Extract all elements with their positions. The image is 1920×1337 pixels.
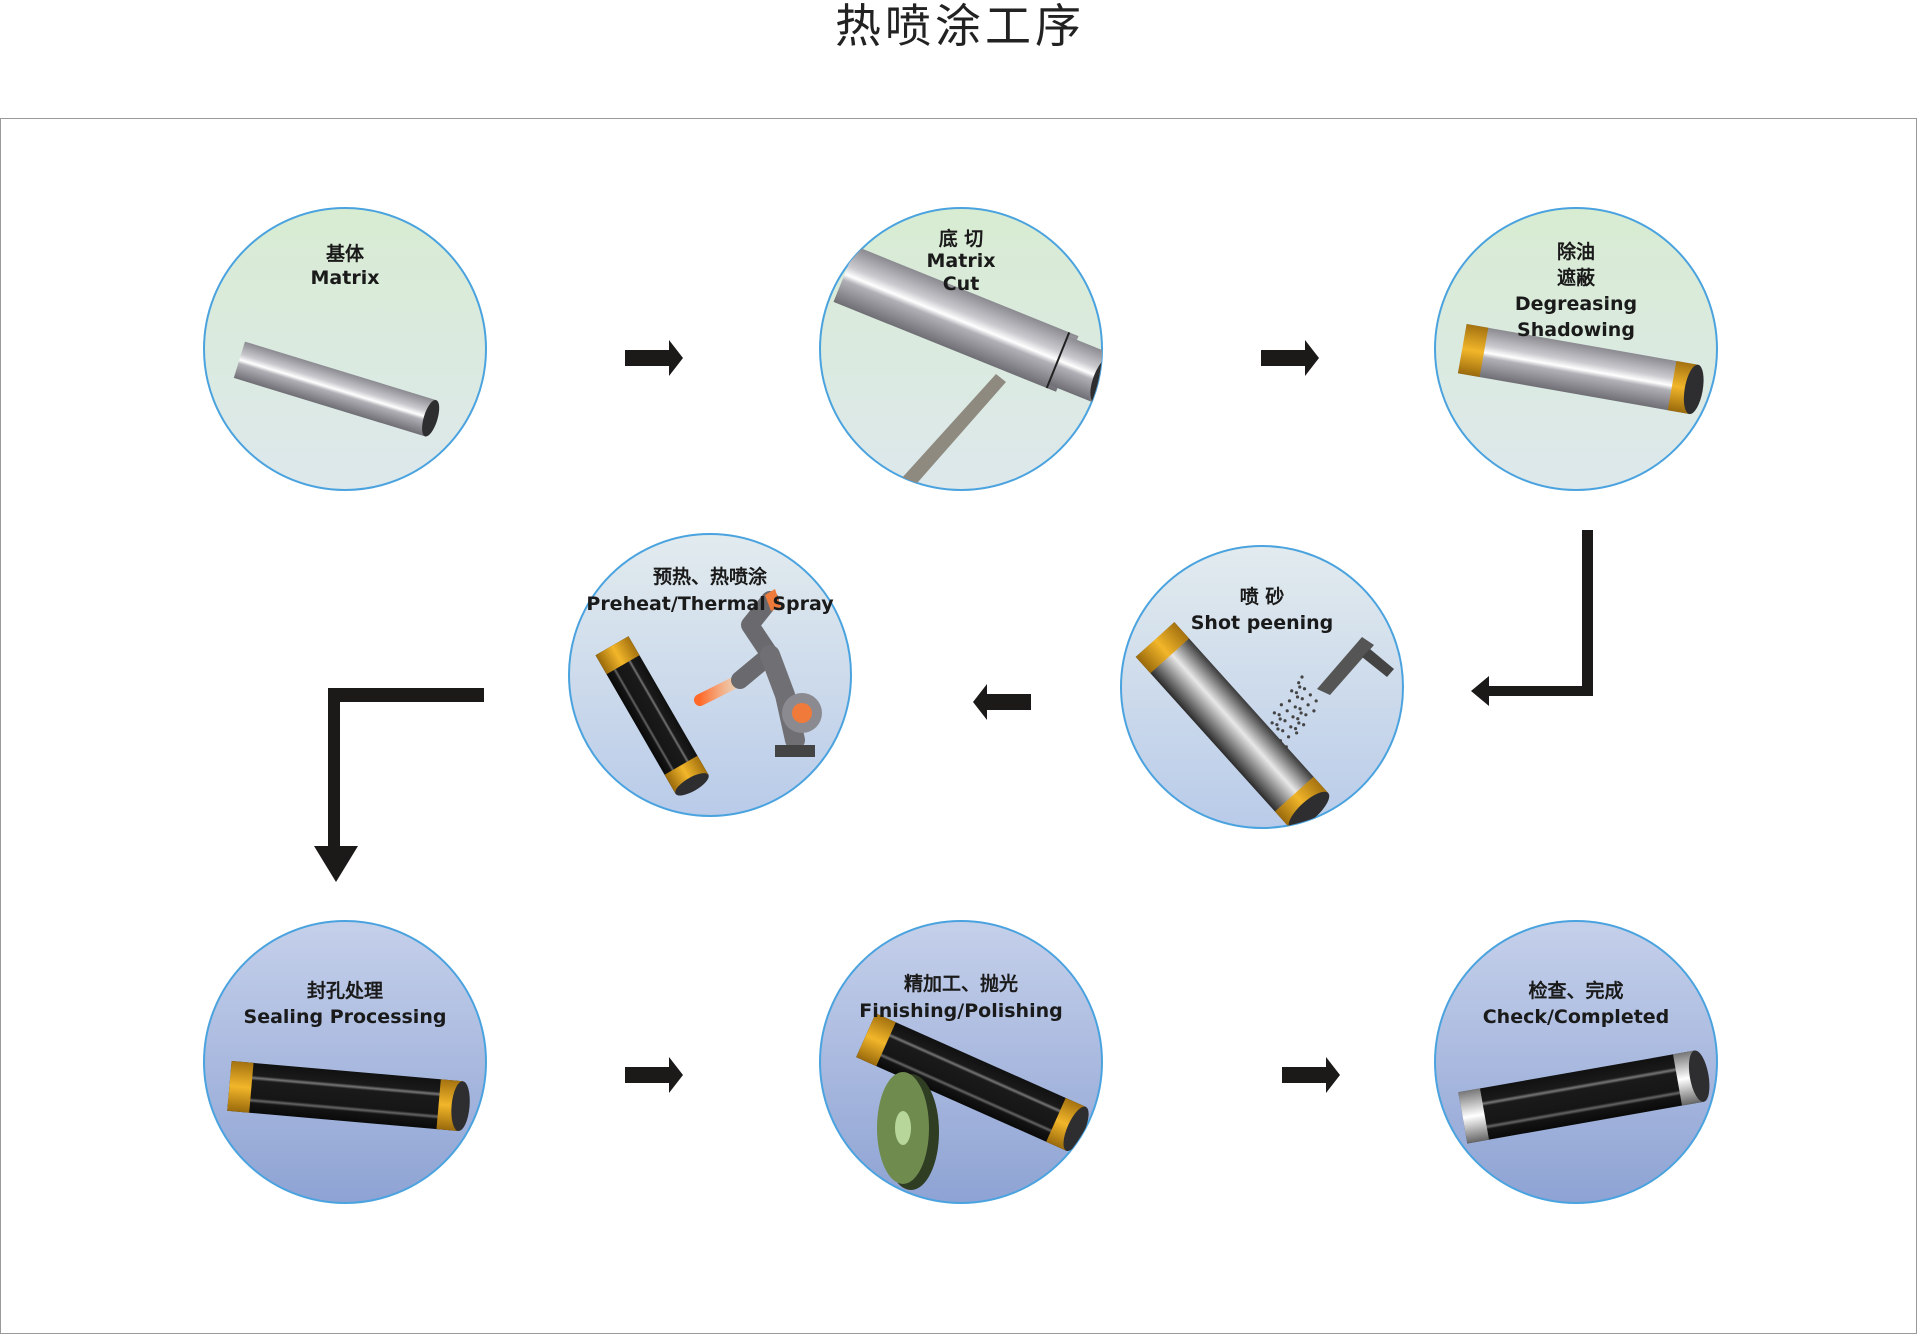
step-illustration	[227, 1060, 470, 1132]
step-circle	[1120, 545, 1404, 829]
arrow-elbow-left-down	[314, 688, 484, 882]
pipe-icon	[1457, 323, 1704, 415]
step-illustration	[1135, 622, 1394, 828]
step-illustration	[233, 341, 440, 437]
step-illustration	[1458, 1050, 1710, 1144]
polishing-wheel-icon	[877, 1072, 939, 1190]
diagram-frame	[0, 118, 1917, 1334]
step-label: Cut	[943, 273, 980, 295]
arrow-left	[973, 684, 1031, 720]
step-label: 封孔处理	[307, 979, 383, 1002]
step-label: 预热、热喷涂	[653, 565, 767, 588]
step-label: Sealing Processing	[244, 1006, 447, 1028]
pipe-icon	[595, 636, 709, 796]
step-label: 喷 砂	[1240, 586, 1285, 608]
step-label: 遮蔽	[1557, 266, 1596, 289]
step-illustration	[1457, 323, 1704, 415]
step-label: Matrix	[927, 250, 996, 272]
step-shot-peening: 喷 砂 Shot peening	[1120, 545, 1404, 829]
arrow-right	[1282, 1057, 1340, 1093]
step-label: Shadowing	[1517, 319, 1635, 341]
pipe-icon	[856, 1013, 1089, 1151]
step-illustration	[595, 589, 822, 796]
robot-arm-icon	[694, 589, 822, 757]
step-label: 除油	[1557, 240, 1595, 263]
pipe-icon	[233, 341, 440, 437]
step-check: 检查、完成 Check/Completed	[1434, 920, 1718, 1204]
step-circle	[203, 920, 487, 1204]
arrow-right	[625, 340, 683, 376]
step-thermal-spray: 预热、热喷涂 Preheat/Thermal Spray	[568, 533, 852, 817]
step-label: Degreasing	[1515, 293, 1637, 315]
pipe-icon	[227, 1060, 470, 1132]
pipe-icon	[1135, 622, 1330, 828]
step-label: Finishing/Polishing	[859, 1000, 1062, 1022]
step-label: 底 切	[939, 227, 984, 250]
step-label: Preheat/Thermal Spray	[586, 593, 834, 615]
step-illustration	[833, 246, 1102, 490]
step-label: Check/Completed	[1483, 1006, 1670, 1028]
step-label: Matrix	[311, 267, 380, 289]
step-illustration	[856, 1013, 1089, 1190]
step-finishing: 精加工、抛光 Finishing/Polishing	[819, 920, 1103, 1204]
step-sealing: 封孔处理 Sealing Processing	[203, 920, 487, 1204]
step-label: 基体	[325, 242, 365, 265]
arrow-right	[625, 1057, 683, 1093]
spray-gun-icon	[1317, 637, 1394, 695]
cutting-tool-icon	[891, 374, 1006, 490]
arrow-right	[1261, 340, 1319, 376]
arrow-elbow-down-left	[1471, 530, 1593, 706]
step-label: 检查、完成	[1528, 979, 1623, 1002]
step-label: Shot peening	[1191, 612, 1334, 634]
page-title: 热喷涂工序	[835, 0, 1085, 53]
pipe-icon	[1458, 1050, 1710, 1144]
step-label: 精加工、抛光	[904, 972, 1018, 995]
